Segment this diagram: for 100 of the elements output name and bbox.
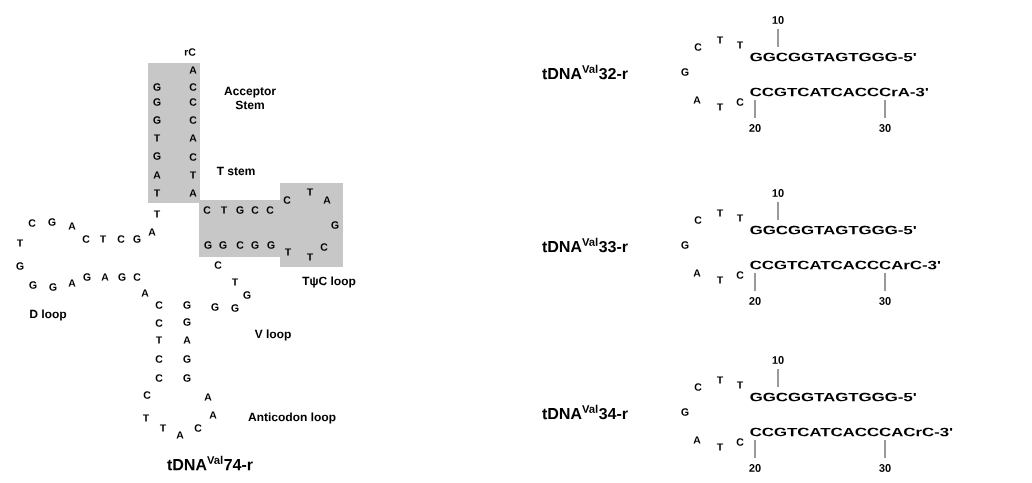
nucleotide-letter: G — [236, 206, 244, 214]
nucleotide-letter: T — [716, 276, 724, 284]
nucleotide-letter: G — [83, 273, 91, 281]
nucleotide-letter: A — [68, 279, 76, 287]
nucleotide-letter: C — [28, 219, 36, 227]
nucleotide-letter: A — [693, 96, 701, 104]
nucleotide-letter: T — [736, 41, 744, 49]
nucleotide-letter: G — [681, 68, 689, 76]
position-number: 30 — [879, 297, 891, 305]
region-label: D loop — [30, 309, 67, 321]
position-number: 20 — [749, 464, 761, 472]
nucleotide-letter: C — [189, 153, 197, 161]
region-label: V loop — [254, 329, 291, 341]
nucleotide-letter: T — [153, 189, 161, 197]
position-number: 30 — [879, 464, 891, 472]
nucleotide-letter: C — [189, 98, 197, 106]
nucleotide-letter: T — [306, 253, 314, 261]
nucleotide-letter: C — [694, 383, 702, 391]
nucleotide-letter: C — [143, 391, 151, 399]
sequence-strand: GGCGGTAGTGGG-5' — [750, 52, 916, 62]
nucleotide-letter: T — [306, 188, 314, 196]
nucleotide-letter: G — [133, 235, 141, 243]
nucleotide-letter: T — [716, 443, 724, 451]
nucleotide-letter: G — [681, 241, 689, 249]
sequence-strand: GGCGGTAGTGGG-5' — [750, 392, 916, 402]
nucleotide-letter: C — [203, 206, 211, 214]
nucleotide-letter: T — [716, 209, 724, 217]
nucleotide-letter: T — [716, 376, 724, 384]
nucleotide-letter: T — [716, 103, 724, 111]
nucleotide-letter: C — [283, 196, 291, 204]
nucleotide-letter: G — [231, 304, 239, 312]
nucleotide-letter: C — [155, 319, 163, 327]
nucleotide-letter: T — [153, 210, 161, 218]
position-number: 20 — [749, 297, 761, 305]
nucleotide-letter: A — [209, 411, 217, 419]
nucleotide-letter: A — [68, 222, 76, 230]
nucleotide-letter: G — [29, 281, 37, 289]
nucleotide-letter: A — [189, 189, 197, 197]
nucleotide-letter: C — [82, 235, 90, 243]
nucleotide-letter: T — [99, 235, 107, 243]
sequence-strand: CCGTCATCACCCArC-3' — [750, 260, 941, 270]
nucleotide-letter: C — [320, 243, 328, 251]
nucleotide-letter: T — [220, 206, 228, 214]
nucleotide-letter: T — [189, 171, 197, 179]
region-label: TψC loop — [302, 276, 356, 288]
sequence-strand: GGCGGTAGTGGG-5' — [750, 225, 916, 235]
region-label: T stem — [216, 166, 255, 176]
nucleotide-letter: G — [16, 262, 24, 270]
nucleotide-letter: T — [16, 239, 24, 247]
nucleotide-letter: C — [251, 206, 259, 214]
nucleotide-letter: G — [183, 318, 191, 326]
nucleotide-letter: T — [231, 278, 239, 286]
nucleotide-letter: G — [153, 152, 161, 160]
nucleotide-letter: G — [153, 98, 161, 106]
nucleotide-letter: rC — [184, 48, 196, 56]
nucleotide-letter: T — [284, 248, 292, 256]
region-label: Acceptor Stem — [224, 86, 276, 110]
nucleotide-letter: C — [266, 206, 274, 214]
nucleotide-letter: G — [251, 241, 259, 249]
molecule-name: tDNA$^{Val}$32-r — [542, 64, 628, 80]
nucleotide-letter: A — [693, 436, 701, 444]
nucleotide-letter: A — [148, 228, 156, 236]
nucleotide-letter: G — [153, 116, 161, 124]
nucleotide-letter: T — [716, 36, 724, 44]
nucleotide-letter: T — [155, 336, 163, 344]
nucleotide-letter: G — [49, 283, 57, 291]
sequence-strand: CCGTCATCACCCrA-3' — [750, 87, 928, 97]
nucleotide-letter: G — [211, 303, 219, 311]
molecule-name: tDNA$^{Val}$33-r — [542, 237, 628, 253]
nucleotide-letter: C — [155, 301, 163, 309]
position-number: 20 — [749, 124, 761, 132]
nucleotide-letter: T — [153, 134, 161, 142]
nucleotide-letter: G — [183, 374, 191, 382]
nucleotide-letter: T — [159, 424, 167, 432]
nucleotide-letter: G — [48, 218, 56, 226]
nucleotide-letter: A — [189, 66, 197, 74]
nucleotide-letter: C — [214, 261, 222, 269]
nucleotide-letter: C — [694, 43, 702, 51]
nucleotide-letter: A — [183, 336, 191, 344]
position-number: 10 — [772, 189, 784, 197]
nucleotide-letter: G — [118, 273, 126, 281]
molecule-name: tDNA$^{Val}$34-r — [542, 404, 628, 420]
nucleotide-letter: G — [183, 355, 191, 363]
nucleotide-letter: C — [194, 424, 202, 432]
nucleotide-letter: A — [153, 171, 161, 179]
nucleotide-letter: G — [153, 83, 161, 91]
nucleotide-letter: G — [331, 221, 339, 229]
nucleotide-letter: G — [219, 241, 227, 249]
nucleotide-letter: A — [101, 273, 109, 281]
nucleotide-letter: T — [736, 214, 744, 222]
nucleotide-letter: G — [243, 291, 251, 299]
nucleotide-letter: C — [117, 235, 125, 243]
molecule-name: tDNA$^{Val}$74-r — [167, 455, 253, 471]
nucleotide-letter: G — [267, 241, 275, 249]
nucleotide-letter: C — [736, 98, 744, 106]
position-number: 10 — [772, 16, 784, 24]
nucleotide-letter: T — [736, 381, 744, 389]
nucleotide-letter: C — [133, 273, 141, 281]
nucleotide-letter: A — [176, 431, 184, 439]
nucleotide-letter: A — [323, 196, 331, 204]
